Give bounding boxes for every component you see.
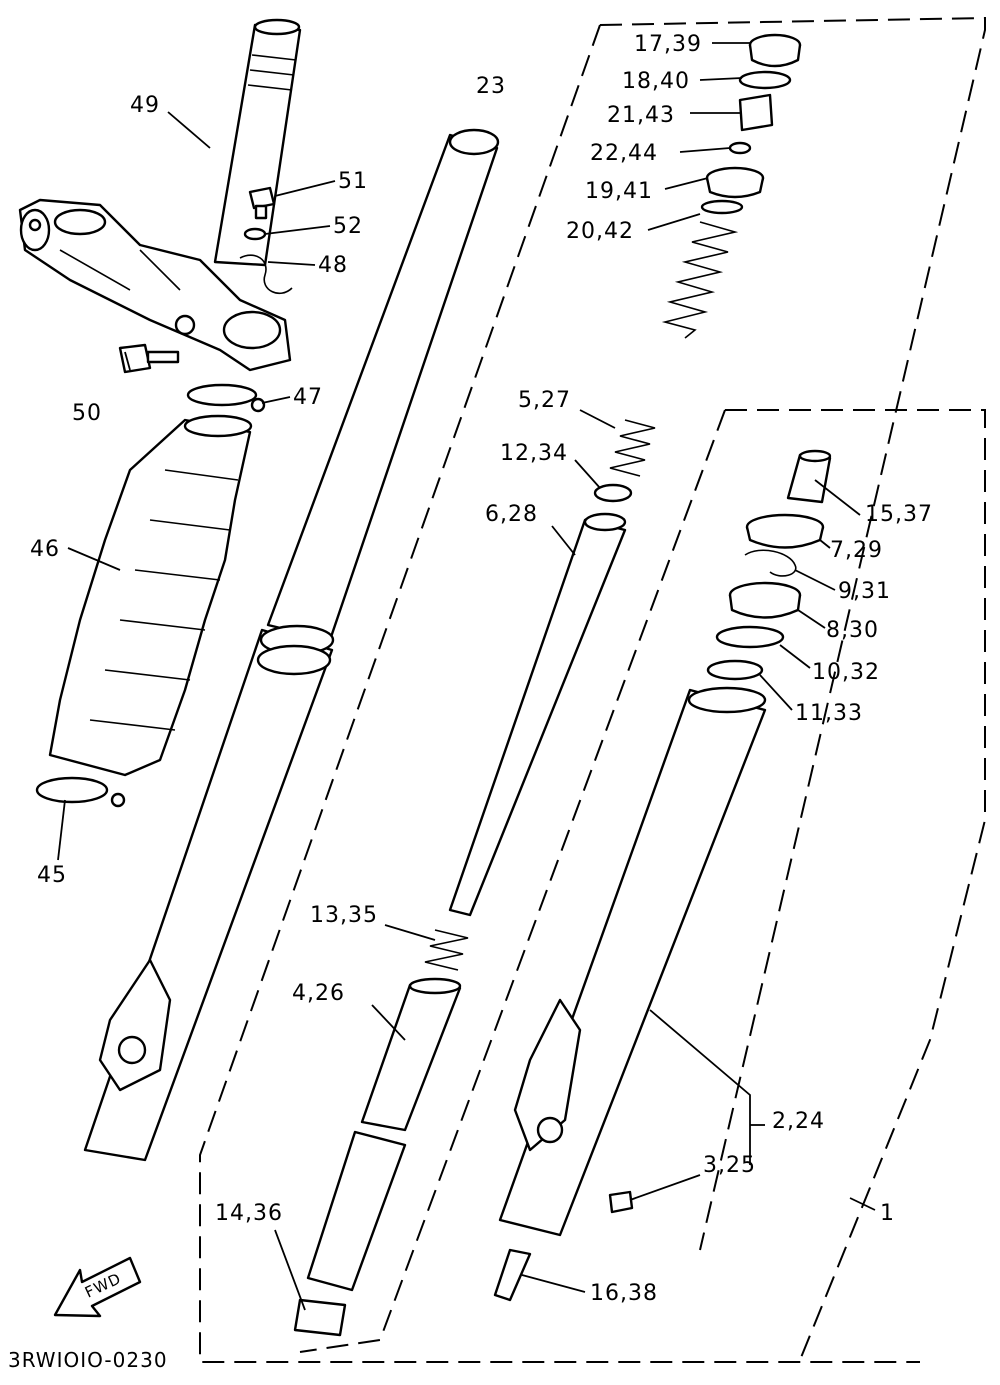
under-bracket bbox=[18, 198, 292, 372]
o-ring-upper bbox=[738, 70, 792, 90]
callout-48: 48 bbox=[318, 253, 348, 278]
cap bbox=[786, 449, 832, 504]
callout-19-41: 19,41 bbox=[585, 179, 653, 204]
fwd-arrow-icon bbox=[53, 1256, 142, 1318]
outer-tube-left bbox=[83, 624, 335, 1162]
callout-11-33: 11,33 bbox=[795, 701, 863, 726]
callout-51: 51 bbox=[338, 169, 368, 194]
cylinder-comp bbox=[293, 1298, 347, 1337]
adjuster bbox=[738, 93, 774, 132]
boot-clamp-upper bbox=[186, 383, 266, 413]
callout-3-25: 3,25 bbox=[703, 1153, 756, 1178]
callout-52: 52 bbox=[333, 214, 363, 239]
damper-rod bbox=[448, 512, 627, 917]
callout-9-31: 9,31 bbox=[838, 579, 891, 604]
callout-6-28: 6,28 bbox=[485, 502, 538, 527]
piston-ring bbox=[593, 483, 633, 503]
retaining-clip bbox=[744, 549, 797, 577]
wire-clip bbox=[239, 254, 293, 294]
callout-2-24: 2,24 bbox=[772, 1109, 825, 1134]
oil-seal bbox=[728, 581, 802, 619]
taper-spindle-spring bbox=[424, 929, 469, 971]
callout-7-29: 7,29 bbox=[830, 538, 883, 563]
callout-14-36: 14,36 bbox=[215, 1201, 283, 1226]
lock-washer bbox=[243, 227, 267, 241]
callout-21-43: 21,43 bbox=[607, 103, 675, 128]
callout-8-30: 8,30 bbox=[826, 618, 879, 643]
callout-18-40: 18,40 bbox=[622, 69, 690, 94]
slide-metal bbox=[706, 659, 764, 681]
rebound-spring bbox=[609, 419, 656, 477]
assembly-boundary bbox=[199, 16, 986, 1363]
outer-tube-right bbox=[498, 686, 767, 1237]
callout-46: 46 bbox=[30, 537, 60, 562]
callout-15-37: 15,37 bbox=[865, 502, 933, 527]
damper-tube bbox=[360, 977, 462, 1132]
fork-spring bbox=[661, 221, 739, 339]
callout-47: 47 bbox=[293, 385, 323, 410]
spring-seat bbox=[705, 166, 765, 199]
callout-23: 23 bbox=[476, 74, 506, 99]
bolt-long bbox=[493, 1248, 532, 1302]
drain-bolt bbox=[608, 1190, 634, 1214]
callout-16-38: 16,38 bbox=[590, 1281, 658, 1306]
cap-bolt bbox=[748, 33, 802, 68]
callout-12-34: 12,34 bbox=[500, 441, 568, 466]
callout-4-26: 4,26 bbox=[292, 981, 345, 1006]
callout-45: 45 bbox=[37, 863, 67, 888]
callout-50: 50 bbox=[72, 401, 102, 426]
bracket-bolt bbox=[118, 343, 180, 374]
boot-clamp-lower bbox=[35, 776, 126, 808]
callout-13-35: 13,35 bbox=[310, 903, 378, 928]
o-ring-mid bbox=[700, 199, 744, 215]
callout-22-44: 22,44 bbox=[590, 141, 658, 166]
callout-17-39: 17,39 bbox=[634, 32, 702, 57]
callout-49: 49 bbox=[130, 93, 160, 118]
small-screw bbox=[248, 186, 276, 220]
inner-tube bbox=[266, 128, 500, 642]
callout-5-27: 5,27 bbox=[518, 388, 571, 413]
dust-seal bbox=[745, 513, 825, 549]
diagram-code: 3RWIOIO-0230 bbox=[8, 1348, 168, 1372]
callout-20-42: 20,42 bbox=[566, 219, 634, 244]
o-ring-small bbox=[728, 141, 752, 155]
fork-boot bbox=[48, 414, 253, 777]
leader-lines bbox=[57, 42, 876, 1311]
oil-lock-piece bbox=[306, 1130, 407, 1292]
callout-10-32: 10,32 bbox=[812, 660, 880, 685]
callout-1: 1 bbox=[880, 1201, 895, 1226]
washer bbox=[715, 625, 785, 649]
